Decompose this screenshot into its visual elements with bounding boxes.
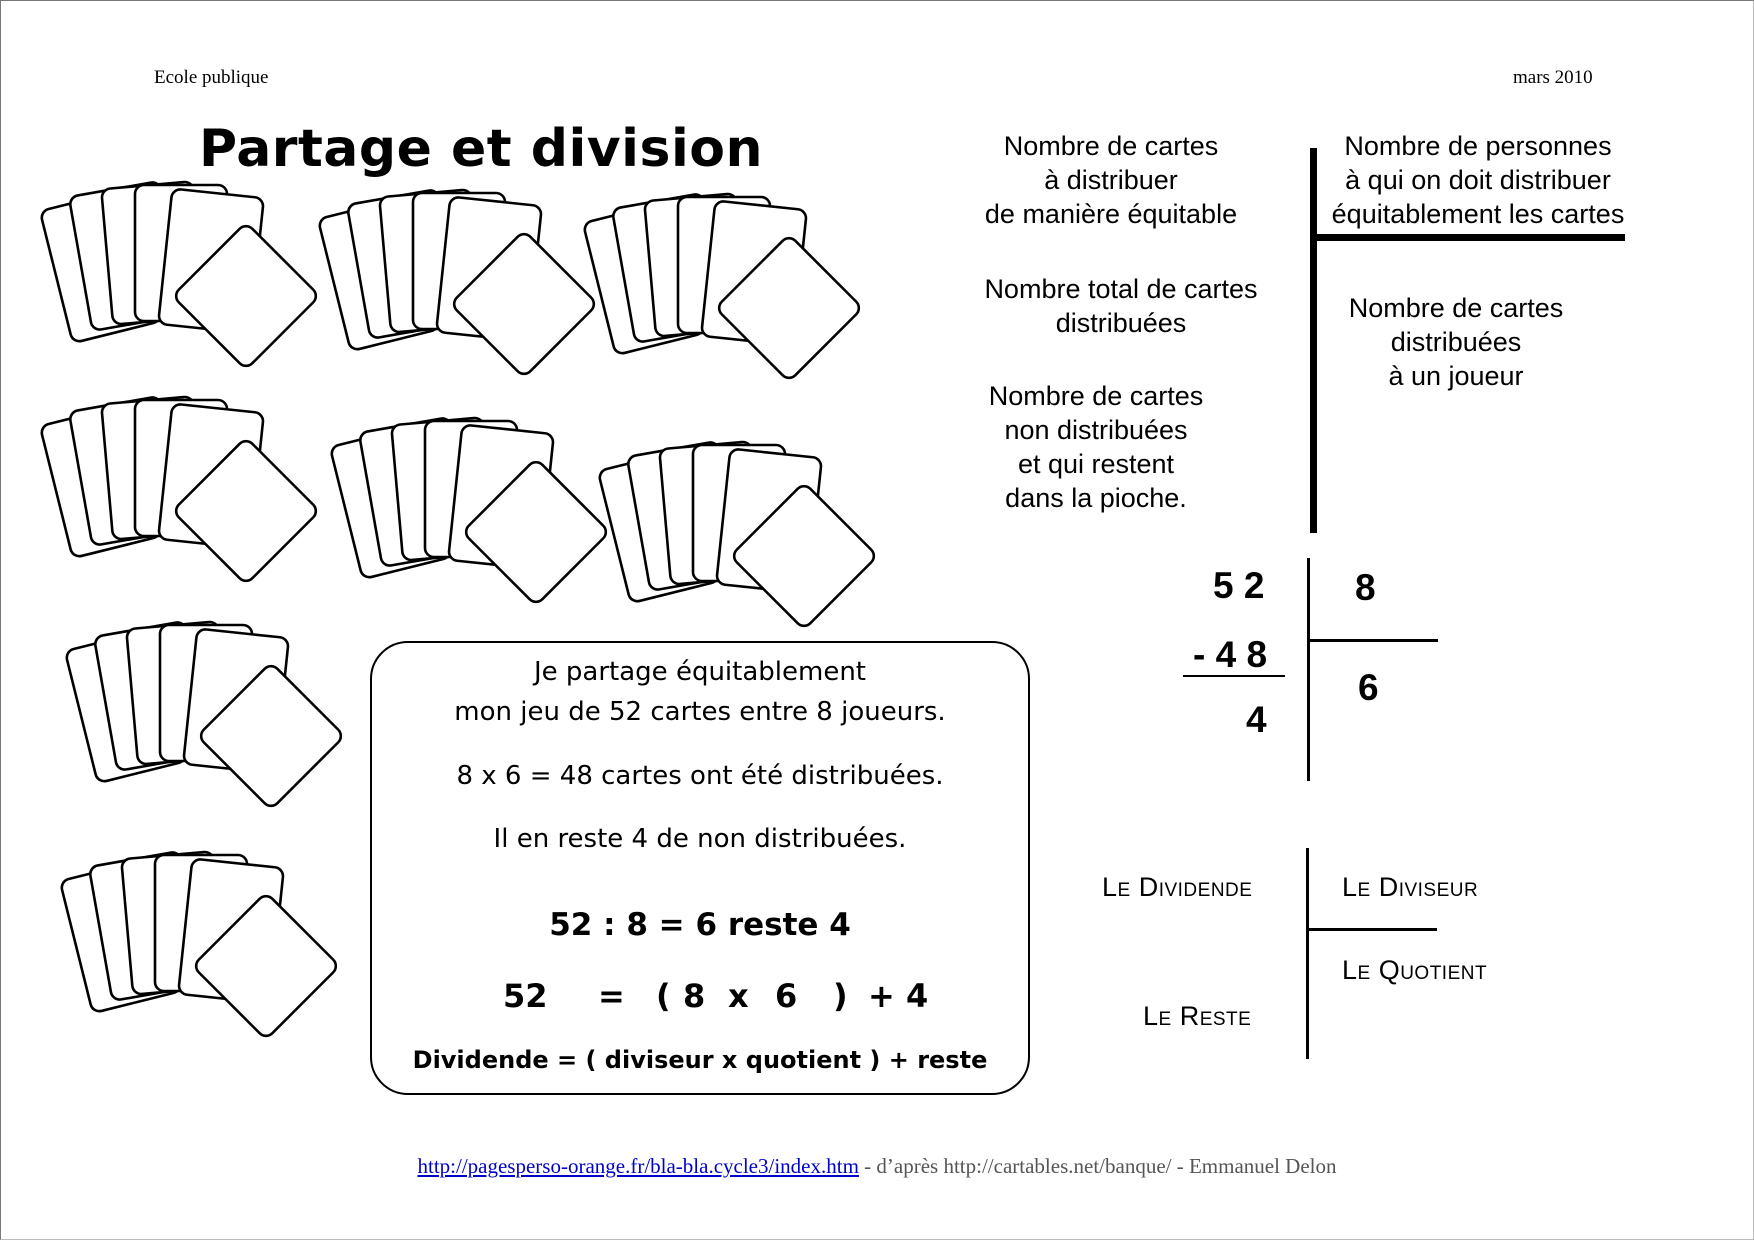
equality-remainder: + 4	[868, 977, 929, 1015]
explanation-box: Je partage équitablement mon jeu de 52 c…	[370, 641, 1030, 1095]
division-remainder: 4	[1246, 699, 1267, 740]
equality-divisor: 8	[683, 977, 706, 1015]
scheme-horizontal-bar	[1310, 234, 1625, 241]
division-subtraction: - 4 8	[1193, 634, 1268, 675]
general-formula: Dividende = ( diviseur x quotient ) + re…	[412, 1046, 988, 1074]
term-divisor: Le Diviseur	[1342, 872, 1479, 902]
card-fan-4	[38, 394, 321, 586]
terms-vertical-line	[1306, 848, 1309, 1059]
term-remainder: Le Reste	[1143, 1001, 1252, 1031]
division-horizontal-line	[1307, 639, 1438, 642]
product-description: Nombre total de cartes distribuées	[984, 274, 1258, 338]
dividend-description: Nombre de cartes à distribuer de manière…	[984, 131, 1238, 229]
card-fan-6	[596, 439, 879, 631]
footer-link[interactable]: http://pagesperso-orange.fr/bla-bla.cycl…	[417, 1154, 859, 1178]
subtraction-underline	[1183, 675, 1285, 677]
term-quotient: Le Quotient	[1342, 955, 1488, 985]
card-fan-2	[316, 187, 599, 379]
remainder-description: Nombre de cartes non distribuées et qui …	[988, 381, 1204, 513]
card-fan-3	[581, 191, 864, 383]
footer-credits: - d’après http://cartables.net/banque/ -…	[858, 1154, 1337, 1178]
equality-times: x	[728, 977, 749, 1015]
division-vertical-line	[1307, 558, 1310, 781]
division-divisor: 8	[1355, 567, 1376, 608]
equality-dividend: 52	[503, 977, 548, 1015]
date-label: mars 2010	[1513, 67, 1593, 88]
equality-quotient: 6	[775, 977, 798, 1015]
term-dividend: Le Dividende	[1102, 872, 1253, 902]
division-statement: 52 : 8 = 6 reste 4	[549, 907, 851, 943]
card-fan-7	[63, 619, 346, 811]
equality-equals: =	[598, 977, 625, 1015]
division-quotient: 6	[1358, 667, 1379, 708]
divisor-description: Nombre de personnes à qui on doit distri…	[1331, 131, 1625, 229]
explanation-line-4: Il en reste 4 de non distribuées.	[493, 824, 907, 854]
equality-close-paren: )	[833, 977, 848, 1015]
card-fan-1	[38, 179, 321, 371]
footer: http://pagesperso-orange.fr/bla-bla.cycl…	[1, 1154, 1753, 1179]
explanation-line-2: mon jeu de 52 cartes entre 8 joueurs.	[454, 697, 946, 727]
card-fan-5	[328, 415, 611, 607]
quotient-description: Nombre de cartes distribuées à un joueur	[1348, 293, 1564, 391]
page-title: Partage et division	[199, 119, 764, 179]
terms-horizontal-line	[1306, 928, 1437, 931]
equality-open-paren: (	[656, 977, 671, 1015]
explanation-line-1: Je partage équitablement	[534, 657, 866, 687]
scheme-vertical-bar	[1310, 148, 1317, 533]
explanation-line-3: 8 x 6 = 48 cartes ont été distribuées.	[456, 761, 944, 791]
division-dividend: 5 2	[1213, 565, 1265, 606]
card-fan-8	[58, 849, 341, 1041]
school-name: Ecole publique	[154, 67, 269, 88]
